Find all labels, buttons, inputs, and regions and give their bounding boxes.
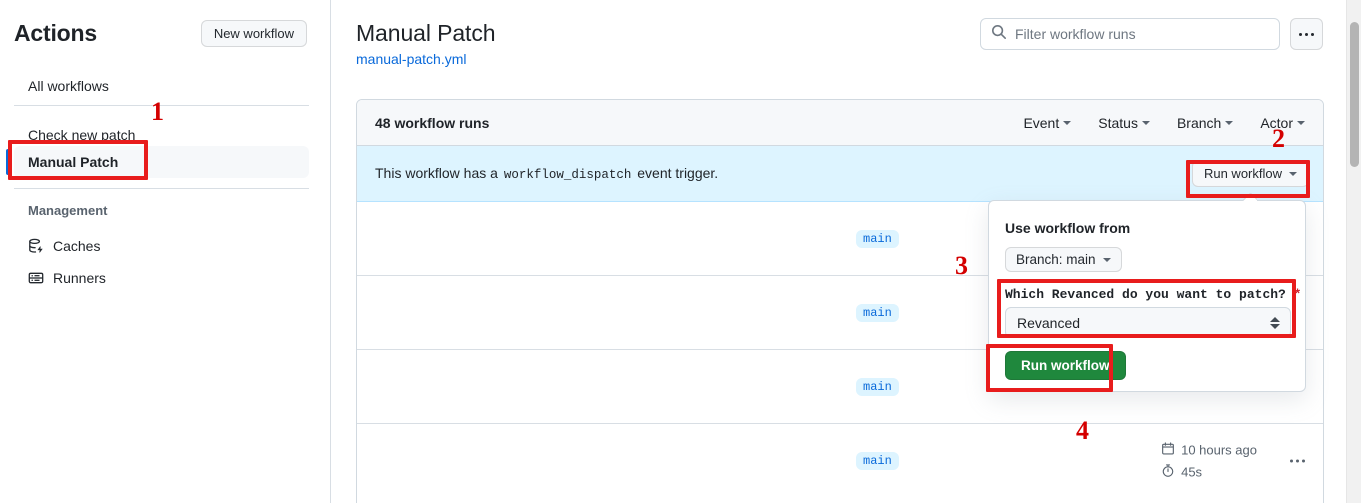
table-row[interactable]: main (357, 276, 1323, 350)
sidebar-header: Actions New workflow (0, 20, 331, 47)
run-workflow-dropdown-panel: Use workflow from Branch: main Which Rev… (988, 200, 1306, 392)
search-icon (991, 24, 1007, 45)
dispatch-text-after: event trigger. (637, 165, 719, 181)
filter-label: Status (1098, 114, 1138, 131)
vertical-scrollbar[interactable] (1346, 0, 1361, 503)
sidebar-item-label: Caches (53, 238, 101, 254)
runners-icon (28, 270, 44, 286)
table-row[interactable]: main (357, 202, 1323, 276)
sidebar-item-label: Manual Patch (28, 154, 119, 170)
run-workflow-submit-button[interactable]: Run workflow (1005, 351, 1126, 380)
run-duration-text: 45s (1181, 464, 1203, 480)
sidebar-item-label: All workflows (28, 78, 109, 94)
dispatch-message: This workflow has a workflow_dispatch ev… (375, 165, 718, 182)
run-timestamp: 10 hours ago (1161, 442, 1257, 459)
workflow-runs-count: 48 workflow runs (375, 114, 490, 131)
chevron-down-icon (1063, 120, 1072, 125)
chevron-down-icon (1225, 120, 1234, 125)
run-metadata: 10 hours ago 45s (1161, 442, 1257, 481)
scroll-gutter (1342, 0, 1346, 503)
dispatch-event-code: workflow_dispatch (503, 168, 632, 182)
workflow-input-label-text: Which Revanced do you want to patch? (1005, 287, 1286, 302)
search-input-wrapper[interactable] (980, 18, 1280, 50)
filter-label: Actor (1260, 114, 1293, 131)
sidebar-item-caches[interactable]: Caches (14, 231, 309, 261)
calendar-icon (1161, 442, 1175, 459)
revanced-select-value: Revanced (1017, 314, 1081, 331)
new-workflow-button[interactable]: New workflow (200, 20, 307, 47)
sidebar-item-manual-patch[interactable]: Manual Patch (6, 146, 309, 178)
filter-label: Branch (1176, 114, 1222, 131)
filter-branch[interactable]: Branch (1176, 114, 1234, 131)
sidebar-title: Actions (14, 20, 97, 46)
select-chevrons-icon (1270, 316, 1280, 329)
chevron-down-icon (1141, 120, 1150, 125)
actions-sidebar: Actions New workflow All workflows Check… (0, 0, 331, 503)
run-workflow-button-label: Run workflow (1203, 166, 1282, 181)
revanced-select-field[interactable]: Revanced (1005, 307, 1291, 338)
page-title: Manual Patch (356, 20, 496, 46)
chevron-down-icon (1297, 120, 1305, 125)
branch-select-button[interactable]: Branch: main (1005, 247, 1122, 272)
filter-label: Event (1023, 114, 1060, 131)
sidebar-item-all-workflows[interactable]: All workflows (14, 70, 309, 102)
stopwatch-icon (1161, 464, 1175, 481)
sidebar-section-management: Management (28, 203, 108, 218)
branch-badge: main (856, 303, 899, 322)
sidebar-item-label: Runners (53, 270, 106, 286)
required-marker: * (1293, 287, 1302, 302)
filter-status[interactable]: Status (1098, 115, 1150, 131)
branch-badge: main (856, 377, 899, 396)
workflow-file-link[interactable]: manual-patch.yml (356, 51, 467, 67)
workflow-dispatch-banner: This workflow has a workflow_dispatch ev… (357, 146, 1323, 202)
sidebar-divider-bottom (14, 188, 309, 189)
workflow-input-label: Which Revanced do you want to patch? * (1005, 287, 1301, 302)
table-row[interactable]: main 10 hours ago (357, 424, 1323, 498)
dispatch-text-before: This workflow has a (375, 165, 498, 181)
branch-badge: main (856, 229, 899, 248)
sidebar-divider-top (14, 105, 309, 106)
scrollbar-thumb[interactable] (1350, 22, 1359, 167)
filter-actor[interactable]: Actor (1260, 115, 1305, 131)
branch-select-value: Branch: main (1016, 252, 1096, 267)
workflow-runs-header: 48 workflow runs Event Status Branch (357, 100, 1323, 146)
branch-badge: main (856, 452, 899, 470)
filter-event[interactable]: Event (1023, 114, 1072, 131)
run-workflow-dropdown-button[interactable]: Run workflow (1191, 160, 1309, 187)
run-timestamp-text: 10 hours ago (1181, 442, 1257, 458)
row-options-kebab-icon[interactable] (1290, 459, 1305, 463)
sidebar-item-check-new-patch[interactable]: Check new patch (14, 119, 309, 151)
filter-group: Event Status Branch Actor (1023, 115, 1305, 131)
use-workflow-from-label: Use workflow from (1005, 220, 1131, 236)
sidebar-item-label: Check new patch (28, 127, 136, 143)
chevron-down-icon (1289, 171, 1297, 176)
run-duration: 45s (1161, 464, 1257, 481)
cache-icon (28, 238, 44, 254)
workflow-options-kebab-icon[interactable] (1290, 18, 1323, 50)
dropdown-arrow (1243, 193, 1257, 201)
chevron-down-icon (1102, 257, 1111, 262)
sidebar-item-runners[interactable]: Runners (14, 263, 309, 293)
search-input[interactable] (1015, 26, 1269, 42)
